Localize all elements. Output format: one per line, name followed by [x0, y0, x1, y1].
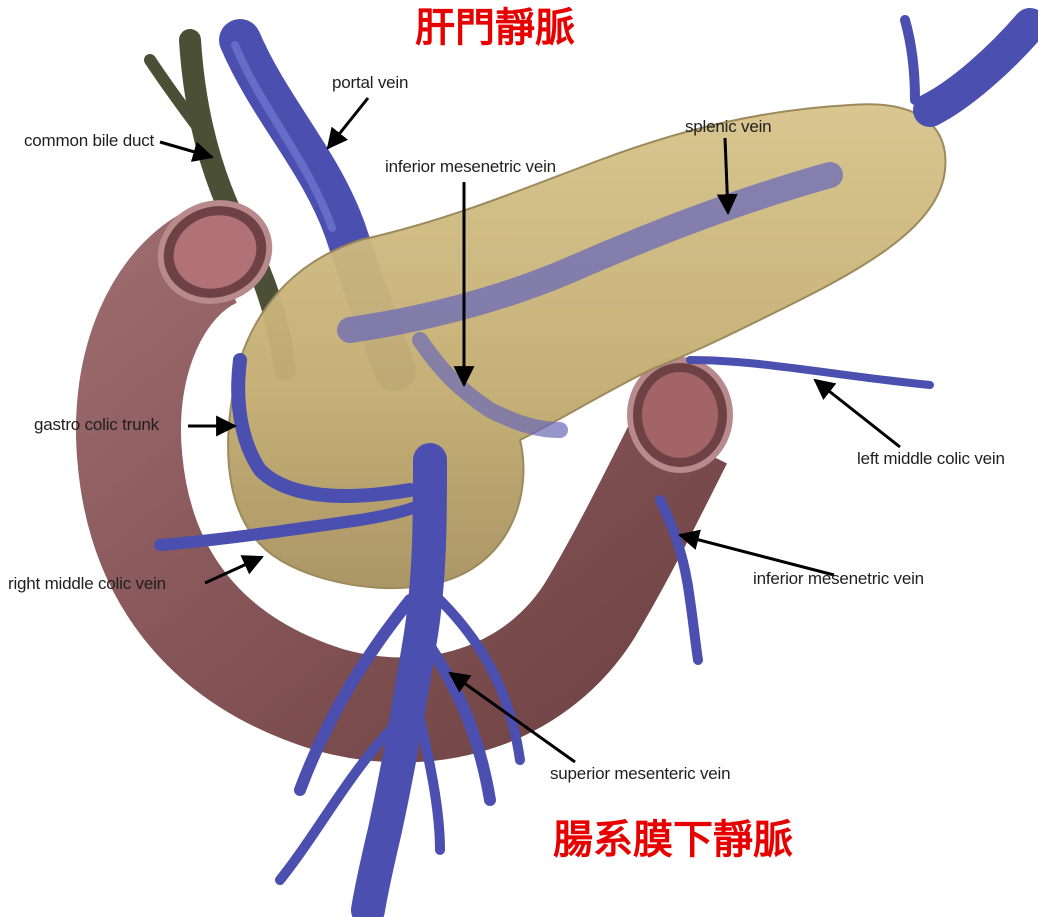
label-inferior-mesenetric-vein-upper: inferior mesenetric vein: [385, 158, 556, 175]
label-common-bile-duct: common bile duct: [24, 132, 154, 149]
duodenum-lower-lumen: [642, 372, 718, 458]
title-inferior-mesenteric-vein-chinese: 腸系膜下靜脈: [553, 820, 793, 860]
label-left-middle-colic-vein: left middle colic vein: [857, 450, 1005, 467]
label-splenic-vein: splenic vein: [685, 118, 771, 135]
title-portal-vein-chinese: 肝門靜脈: [415, 8, 575, 48]
splenic-vein-branch: [905, 20, 915, 100]
label-gastro-colic-trunk: gastro colic trunk: [34, 416, 159, 433]
arrow-portal-vein: [328, 98, 368, 148]
label-portal-vein: portal vein: [332, 74, 408, 91]
splenic-vein-tail: [930, 25, 1030, 110]
label-right-middle-colic-vein: right middle colic vein: [8, 575, 166, 592]
label-superior-mesenteric-vein: superior mesenteric vein: [550, 765, 730, 782]
label-inferior-mesenetric-vein-lower: inferior mesenetric vein: [753, 570, 924, 587]
arrow-left-middle-colic-vein: [815, 380, 900, 447]
left-middle-colic-vein-shape: [690, 360, 930, 385]
